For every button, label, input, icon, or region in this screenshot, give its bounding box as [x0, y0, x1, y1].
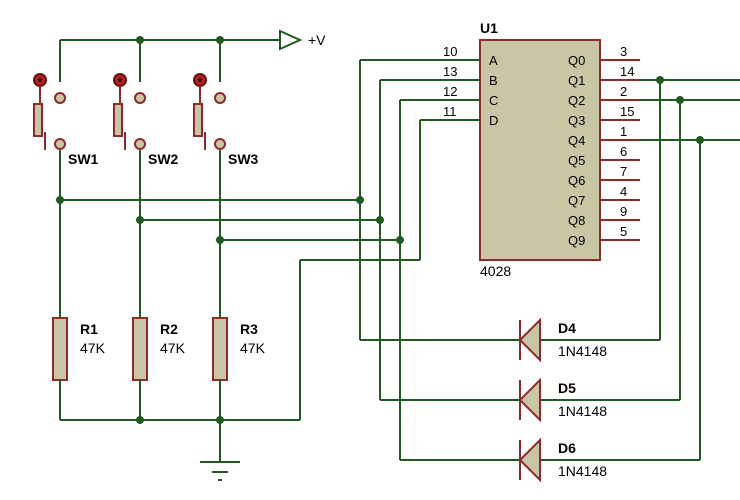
ic-pin-q8-name: Q8 — [568, 213, 585, 228]
ic-pin-q6-number: 7 — [620, 164, 627, 179]
switch-sw1 — [33, 73, 66, 150]
ic-pin-q8-number: 9 — [620, 204, 627, 219]
resistor-r2-ref: R2 — [160, 321, 178, 337]
resistor-r2 — [132, 317, 148, 381]
ic-pin-d-name: D — [489, 113, 498, 128]
output-wires — [360, 76, 740, 461]
supply-terminal-icon — [279, 29, 303, 51]
ic-ref: U1 — [480, 20, 498, 36]
ic-pin-q0-name: Q0 — [568, 53, 585, 68]
ic-pin-b-name: B — [489, 73, 498, 88]
ic-pin-q2-name: Q2 — [568, 93, 585, 108]
diode-d6 — [518, 437, 541, 483]
ic-pin-q5-number: 6 — [620, 144, 627, 159]
ground-net — [59, 380, 300, 462]
ic-pin-q0-number: 3 — [620, 44, 627, 59]
ic-pin-q9-name: Q9 — [568, 233, 585, 248]
ic-pin-q1-number: 14 — [620, 64, 634, 79]
ic-pin-q2-number: 2 — [620, 84, 627, 99]
ic-pin-q6-name: Q6 — [568, 173, 585, 188]
input-bus-wires — [56, 59, 480, 460]
ic-pin-q7-name: Q7 — [568, 193, 585, 208]
resistor-r3-value: 47K — [240, 340, 266, 356]
switch-sw2 — [113, 73, 146, 150]
resistor-r3-ref: R3 — [240, 321, 258, 337]
resistor-r1-value: 47K — [80, 340, 106, 356]
ic-part: 4028 — [480, 263, 511, 279]
ic-pin-c-number: 12 — [443, 84, 457, 99]
ic-pin-q3-name: Q3 — [568, 113, 585, 128]
switch-sw1-label: SW1 — [68, 151, 99, 167]
diode-d4-part: 1N4148 — [558, 343, 607, 359]
diode-d5-ref: D5 — [558, 380, 576, 396]
supply-label: +V — [308, 32, 326, 48]
diode-d5 — [518, 377, 541, 423]
switch-sw2-label: SW2 — [148, 151, 179, 167]
ground-icon — [200, 461, 240, 481]
resistor-r1-ref: R1 — [80, 321, 98, 337]
switch-sw3-label: SW3 — [228, 151, 259, 167]
ic-pin-q9-number: 5 — [620, 224, 627, 239]
diode-d6-part: 1N4148 — [558, 463, 607, 479]
ic-pin-a-name: A — [489, 53, 498, 68]
switch-to-resistor-wires — [59, 150, 221, 318]
switch-sw3 — [193, 73, 226, 150]
resistor-r1 — [52, 317, 68, 381]
resistor-r3 — [212, 317, 228, 381]
diode-d6-ref: D6 — [558, 440, 576, 456]
resistor-r2-value: 47K — [160, 340, 186, 356]
diode-d4 — [518, 317, 541, 363]
supply-rail — [59, 36, 280, 82]
ic-pin-b-number: 13 — [443, 64, 457, 79]
ic-pin-q7-number: 4 — [620, 184, 627, 199]
ic-pin-c-name: C — [489, 93, 498, 108]
ic-pin-q4-name: Q4 — [568, 133, 585, 148]
diode-d5-part: 1N4148 — [558, 403, 607, 419]
ic-u1 — [479, 39, 640, 261]
diode-d4-ref: D4 — [558, 320, 576, 336]
ic-pin-q5-name: Q5 — [568, 153, 585, 168]
ic-pin-a-number: 10 — [443, 44, 457, 59]
ic-pin-d-number: 11 — [443, 104, 457, 119]
ic-pin-q4-number: 1 — [620, 124, 627, 139]
ic-pin-q3-number: 15 — [620, 104, 634, 119]
ic-pin-q1-name: Q1 — [568, 73, 585, 88]
